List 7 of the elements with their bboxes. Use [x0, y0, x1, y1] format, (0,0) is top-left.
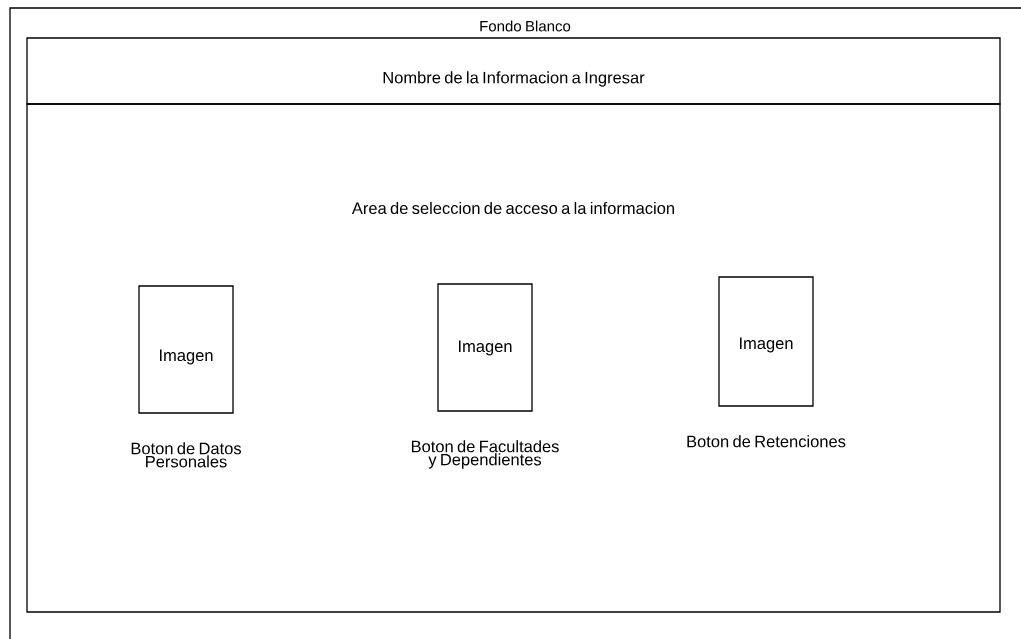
button-caption: Boton de Datos Personales [131, 442, 241, 468]
button-caption: Boton de Retenciones [687, 435, 846, 448]
image-button: Imagen [437, 283, 533, 412]
image-button: Imagen [138, 285, 234, 414]
button-caption: Boton de Facultades y Dependientes [411, 440, 559, 469]
image-button: Imagen [718, 276, 814, 407]
title-bar: Nombre de la Informacion a Ingresar [26, 37, 1001, 105]
